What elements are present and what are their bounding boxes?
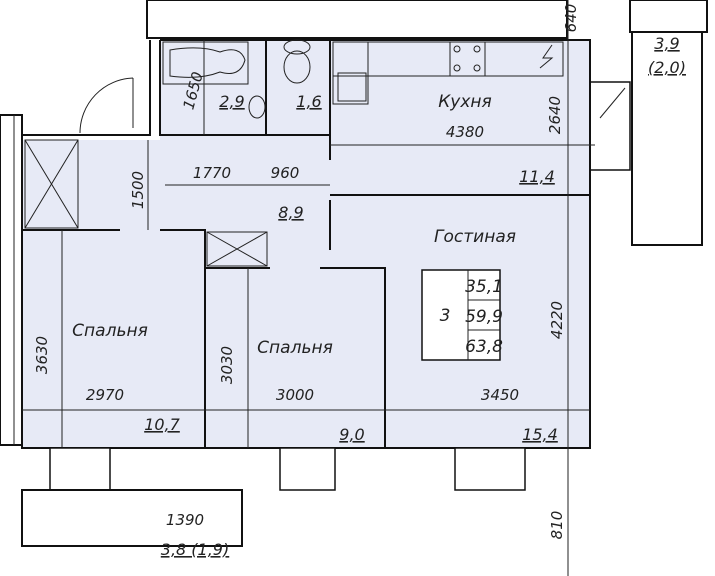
dimension-lines xyxy=(22,0,595,576)
hall-area: 8,9 xyxy=(278,203,303,222)
stove-icon xyxy=(449,41,486,77)
kitchen-depth: 2640 xyxy=(546,96,564,134)
living-depth: 4220 xyxy=(548,301,566,339)
balcony-right-reduced: (2,0) xyxy=(648,58,686,77)
toilet-icon xyxy=(283,39,311,84)
hall-dim-a: 1770 xyxy=(193,164,231,182)
bottom-windows xyxy=(49,447,526,491)
balcony-bottom-width: 1390 xyxy=(166,511,204,529)
bathroom-area: 2,9 xyxy=(219,92,244,111)
wc-area: 1,6 xyxy=(296,92,321,111)
wall-dim-bottom: 810 xyxy=(548,511,566,540)
kitchen-name: Кухня xyxy=(438,92,492,112)
wall-dim-top: 640 xyxy=(562,4,580,33)
outer-walls xyxy=(21,39,591,449)
balcony-bottom xyxy=(21,489,243,547)
kitchen-counter xyxy=(332,41,564,105)
bedroom2-area: 9,0 xyxy=(339,425,364,444)
bedroom1-area: 10,7 xyxy=(144,415,180,434)
interior-walls xyxy=(22,40,590,448)
bedroom1-depth: 3630 xyxy=(33,336,51,374)
living-area: 15,4 xyxy=(522,425,558,444)
bedroom1-name: Спальня xyxy=(72,321,148,341)
balcony-right xyxy=(589,0,708,246)
hall-dim-c: 1500 xyxy=(129,171,147,209)
summary-total-with-balcony: 63,8 xyxy=(465,337,503,357)
bedroom2-depth: 3030 xyxy=(218,346,236,384)
kitchen-width: 4380 xyxy=(446,123,484,141)
summary-rooms-count: 3 xyxy=(440,306,451,326)
kitchen-area: 11,4 xyxy=(519,167,555,186)
bathtub-icon xyxy=(162,41,249,85)
top-wall xyxy=(146,0,568,39)
summary-living-area: 35,1 xyxy=(465,277,503,297)
entrance-door xyxy=(79,77,134,134)
summary-table xyxy=(421,269,501,361)
bedroom1-width: 2970 xyxy=(86,386,124,404)
hall-dim-b: 960 xyxy=(271,164,300,182)
left-window xyxy=(0,114,23,446)
balcony-bottom-area: 3,8 (1,9) xyxy=(161,540,229,559)
balcony-right-area: 3,9 xyxy=(654,34,679,53)
living-width: 3450 xyxy=(481,386,519,404)
gas-icon xyxy=(539,44,554,69)
bedroom2-width: 3000 xyxy=(276,386,314,404)
bedroom2-name: Спальня xyxy=(257,338,333,358)
summary-total-area: 59,9 xyxy=(465,307,503,327)
closet xyxy=(24,139,268,267)
sink-icon xyxy=(248,95,266,119)
living-name: Гостиная xyxy=(434,227,516,247)
